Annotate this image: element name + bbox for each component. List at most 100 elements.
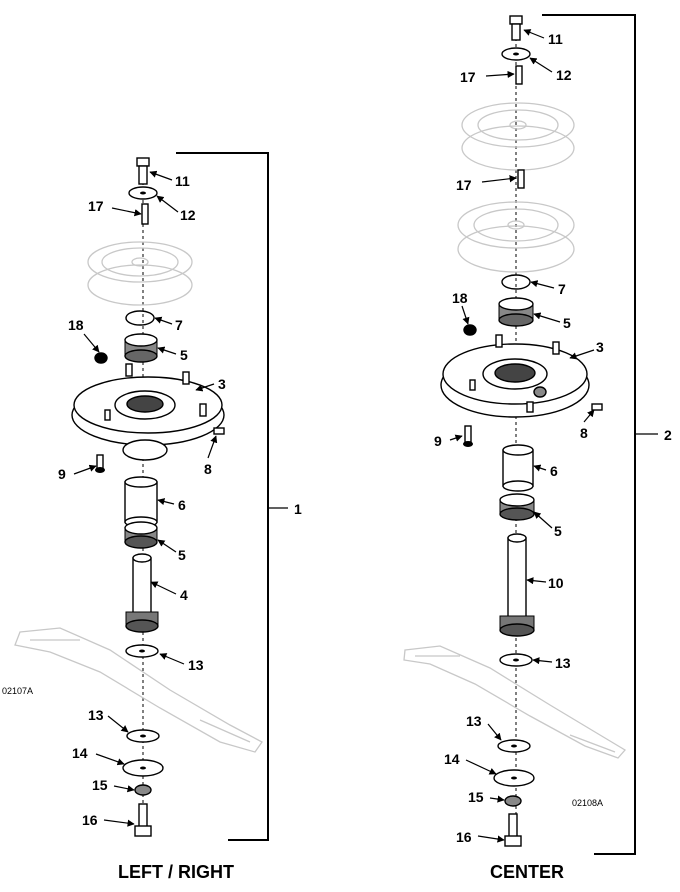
left-callout-13-lower: 13 bbox=[88, 707, 104, 723]
center-callout-3: 3 bbox=[596, 339, 604, 355]
center-callout-6: 6 bbox=[550, 463, 558, 479]
left-spacer-tube-6 bbox=[124, 476, 158, 528]
left-bearing-5-upper bbox=[124, 333, 158, 363]
center-bearing-5-upper bbox=[498, 297, 534, 327]
left-leader-12 bbox=[156, 195, 179, 213]
left-leader-3 bbox=[195, 383, 215, 392]
center-bearing-5-lower bbox=[499, 493, 535, 521]
center-leader-7 bbox=[530, 280, 555, 289]
center-callout-11: 11 bbox=[548, 31, 563, 47]
left-leader-11 bbox=[149, 170, 173, 181]
left-leader-16 bbox=[103, 819, 135, 827]
center-leader-15 bbox=[489, 795, 505, 803]
center-bolt-16 bbox=[504, 813, 522, 847]
center-leader-3 bbox=[569, 349, 595, 360]
left-leader-14 bbox=[95, 753, 125, 766]
center-spacer-7 bbox=[501, 274, 531, 290]
center-leader-9 bbox=[449, 434, 463, 442]
center-leader-8 bbox=[583, 409, 595, 423]
left-callout-11: 11 bbox=[175, 173, 190, 189]
left-nut-15 bbox=[134, 784, 152, 796]
center-lower-pulley-ghost bbox=[457, 201, 575, 273]
left-leader-5-upper bbox=[157, 346, 177, 355]
center-shaft-10 bbox=[499, 533, 535, 637]
left-leader-7 bbox=[154, 316, 173, 325]
left-blade-outline bbox=[14, 627, 263, 753]
left-figure-id: 02107A bbox=[2, 686, 33, 696]
left-callout-8: 8 bbox=[204, 461, 212, 477]
left-callout-4: 4 bbox=[180, 587, 188, 603]
center-upper-pulley-ghost bbox=[461, 102, 575, 171]
left-leader-6 bbox=[157, 498, 175, 506]
center-leader-6 bbox=[533, 464, 547, 472]
center-callout-8: 8 bbox=[580, 425, 588, 441]
left-callout-12: 12 bbox=[180, 207, 196, 223]
left-callout-17: 17 bbox=[88, 198, 104, 214]
center-callout-15: 15 bbox=[468, 789, 484, 805]
center-key-17-upper bbox=[515, 65, 523, 85]
center-callout-17-lower: 17 bbox=[456, 177, 472, 193]
left-leader-17 bbox=[111, 207, 142, 217]
center-spindle-assembly bbox=[403, 14, 658, 855]
left-nut-18 bbox=[94, 352, 108, 364]
center-leader-5-lower bbox=[533, 511, 553, 529]
left-callout-6: 6 bbox=[178, 497, 186, 513]
left-assembly-number: 1 bbox=[294, 501, 302, 517]
center-caption: CENTER bbox=[490, 862, 564, 882]
left-leader-13-upper bbox=[159, 653, 185, 665]
left-spacer-7 bbox=[125, 310, 155, 326]
center-callout-14: 14 bbox=[444, 751, 460, 767]
left-assembly-bracket bbox=[176, 152, 269, 841]
center-callout-9: 9 bbox=[434, 433, 442, 449]
center-leader-17-lower bbox=[481, 175, 517, 183]
left-pulley-ghost bbox=[87, 241, 193, 306]
left-callout-15: 15 bbox=[92, 777, 108, 793]
left-callout-5-lower: 5 bbox=[178, 547, 186, 563]
center-callout-5-upper: 5 bbox=[563, 315, 571, 331]
left-bolt-16 bbox=[134, 803, 152, 837]
left-leader-15 bbox=[113, 785, 135, 793]
left-callout-3: 3 bbox=[218, 376, 226, 392]
center-leader-18 bbox=[461, 305, 470, 325]
center-leader-17-upper bbox=[485, 70, 515, 79]
center-nut-18 bbox=[463, 324, 477, 336]
left-shaft-4 bbox=[125, 553, 159, 633]
center-bolt-9 bbox=[463, 425, 473, 447]
center-callout-18: 18 bbox=[452, 290, 468, 306]
center-leader-11 bbox=[523, 29, 545, 39]
center-spacer-tube-6 bbox=[502, 444, 534, 492]
center-spindle-housing-3 bbox=[440, 334, 590, 418]
center-leader-13-lower bbox=[487, 723, 502, 741]
left-leader-8 bbox=[207, 435, 218, 459]
left-bolt-11 bbox=[136, 157, 150, 185]
left-callout-7: 7 bbox=[175, 317, 183, 333]
center-leader-10 bbox=[526, 577, 547, 585]
left-callout-labels: 11 12 17 7 18 5 3 9 8 6 5 4 13 13 14 15 … bbox=[2, 173, 302, 882]
center-bolt-11 bbox=[509, 15, 523, 41]
left-callout-9: 9 bbox=[58, 466, 66, 482]
center-callout-17-upper: 17 bbox=[460, 69, 476, 85]
center-leader-16 bbox=[477, 835, 505, 843]
center-fitting-8 bbox=[591, 403, 603, 411]
left-bearing-5-lower bbox=[124, 521, 158, 549]
left-leader-9 bbox=[73, 464, 97, 475]
center-leader-5-upper bbox=[533, 312, 561, 323]
left-bolt-9 bbox=[95, 454, 105, 473]
left-spindle-housing-3 bbox=[71, 363, 225, 461]
center-callout-12: 12 bbox=[556, 67, 572, 83]
center-assembly-number: 2 bbox=[664, 427, 672, 443]
left-leader-18 bbox=[83, 333, 100, 353]
center-callout-13-lower: 13 bbox=[466, 713, 482, 729]
center-leader-13-upper bbox=[532, 657, 553, 665]
left-leader-13-lower bbox=[107, 715, 129, 733]
left-leader-5-lower bbox=[157, 539, 177, 553]
left-fitting-8 bbox=[213, 427, 225, 435]
left-callout-14: 14 bbox=[72, 745, 88, 761]
center-key-17-lower bbox=[517, 169, 525, 189]
center-callout-5-lower: 5 bbox=[554, 523, 562, 539]
left-key-17 bbox=[141, 203, 149, 225]
center-callout-7: 7 bbox=[558, 281, 566, 297]
left-callout-18: 18 bbox=[68, 317, 84, 333]
left-callout-16: 16 bbox=[82, 812, 98, 828]
left-callout-13-upper: 13 bbox=[188, 657, 204, 673]
